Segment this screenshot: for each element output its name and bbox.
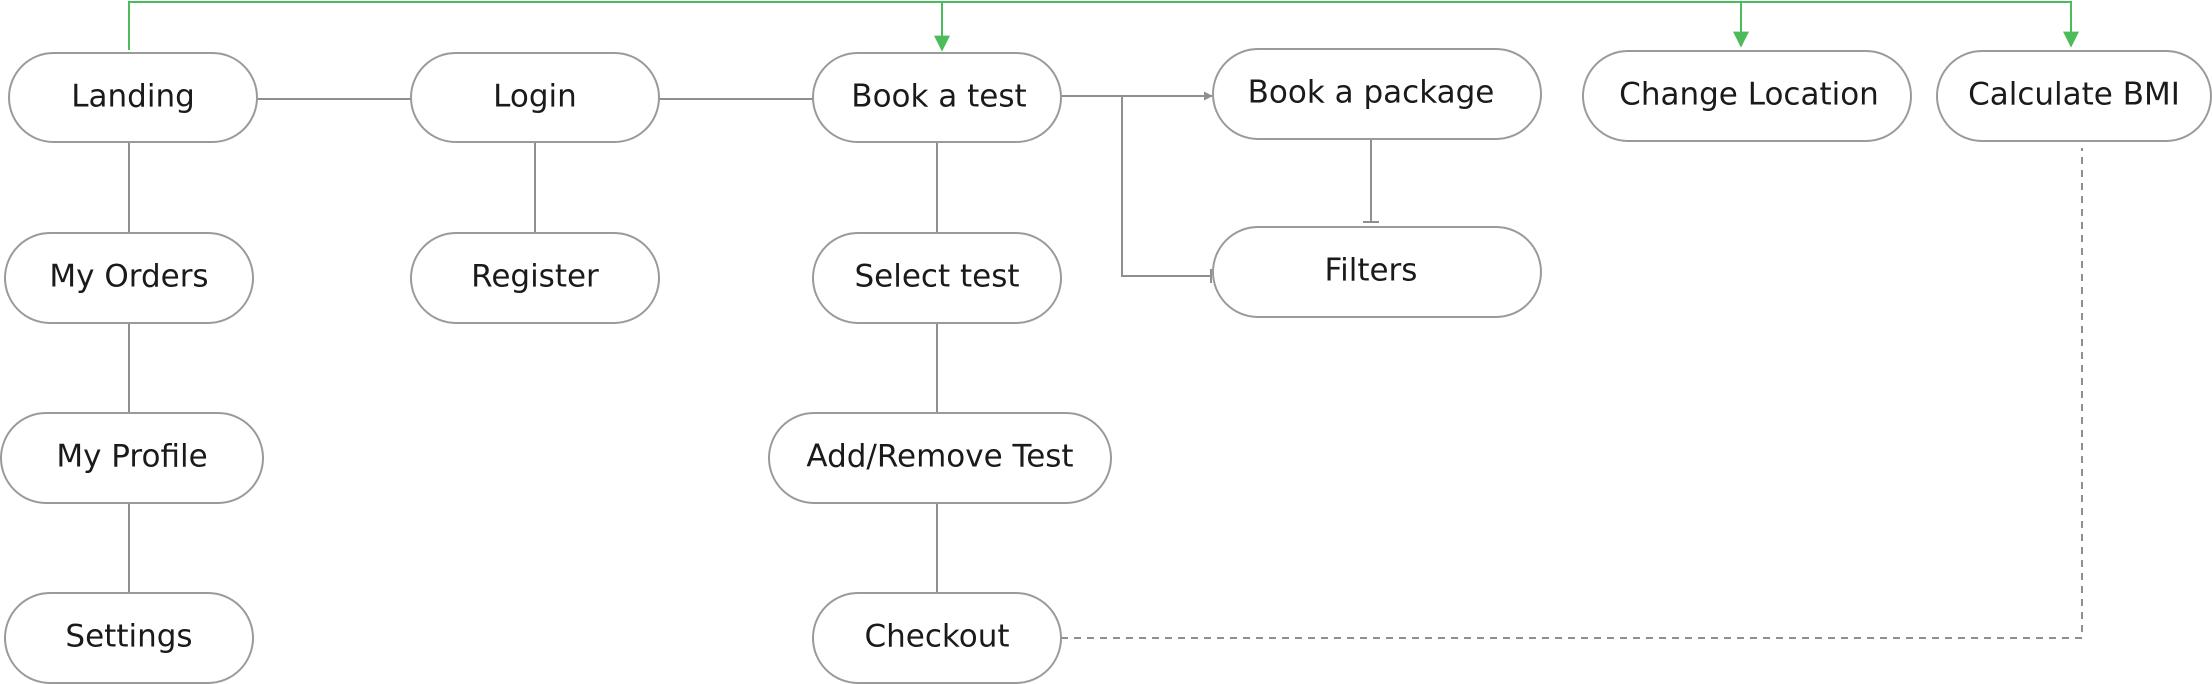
node-label: Book a test	[851, 79, 1026, 115]
node-filters[interactable]: Filters	[1212, 226, 1542, 318]
node-login[interactable]: Login	[410, 52, 660, 143]
node-book-a-test[interactable]: Book a test	[812, 52, 1062, 143]
edge-global-nav-line	[128, 1, 2072, 50]
node-landing[interactable]: Landing	[8, 52, 258, 143]
node-checkout[interactable]: Checkout	[812, 592, 1062, 684]
node-label: My Orders	[49, 259, 208, 295]
node-label: Checkout	[864, 619, 1009, 655]
node-label: Landing	[71, 79, 195, 115]
node-settings[interactable]: Settings	[4, 592, 254, 684]
node-my-orders[interactable]: My Orders	[4, 232, 254, 324]
node-add-remove-test[interactable]: Add/Remove Test	[768, 412, 1112, 504]
node-label: My Profile	[56, 439, 207, 475]
node-label: Book a package	[1248, 75, 1495, 111]
edge-checkout-calculate-bmi	[1061, 148, 2083, 639]
node-book-a-package[interactable]: Book a package	[1212, 48, 1542, 140]
node-select-test[interactable]: Select test	[812, 232, 1062, 324]
node-label: Filters	[1325, 253, 1418, 289]
node-label: Change Location	[1619, 77, 1879, 113]
node-label: Settings	[65, 619, 192, 655]
node-label: Register	[471, 259, 599, 295]
node-change-location[interactable]: Change Location	[1582, 50, 1912, 142]
node-my-profile[interactable]: My Profile	[0, 412, 264, 504]
connectors	[128, 1, 2083, 639]
node-calculate-bmi[interactable]: Calculate BMI	[1936, 50, 2212, 142]
node-label: Calculate BMI	[1968, 77, 2180, 113]
node-label: Login	[493, 79, 577, 115]
node-label: Add/Remove Test	[806, 439, 1073, 475]
node-register[interactable]: Register	[410, 232, 660, 324]
edge-book-test-filters	[1121, 96, 1211, 277]
node-label: Select test	[854, 259, 1019, 295]
